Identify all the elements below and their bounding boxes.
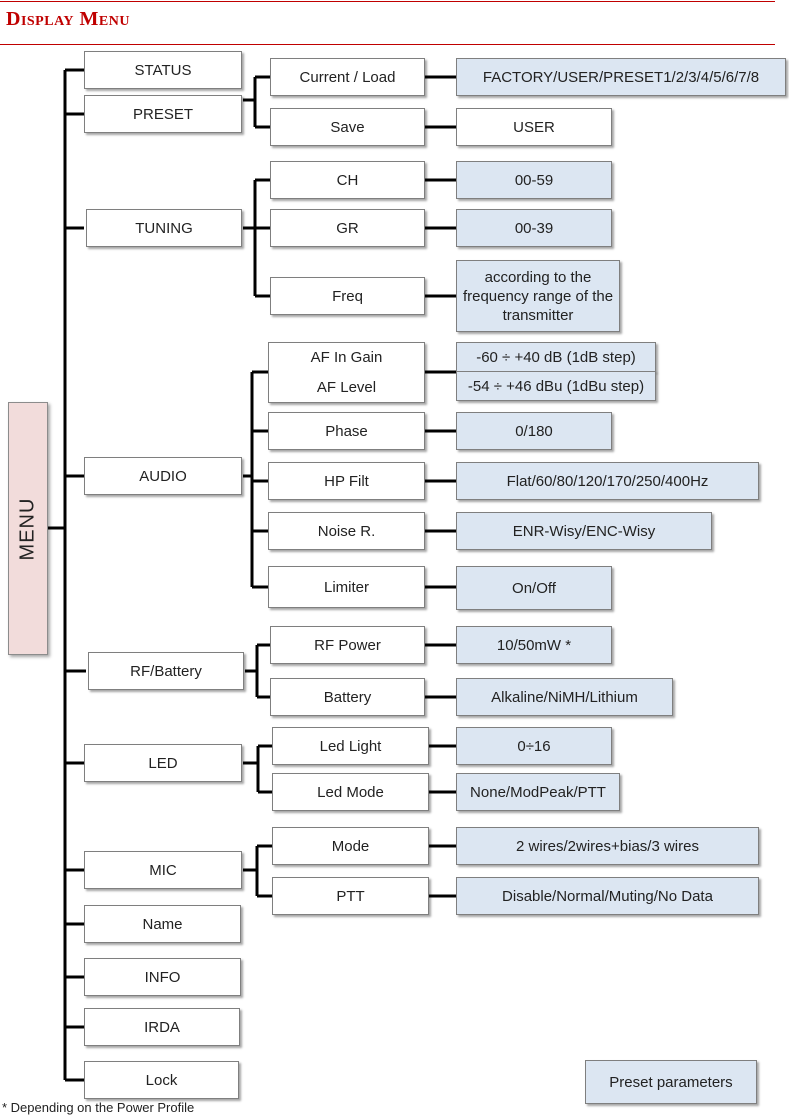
sub-item-rf-power: RF Power bbox=[270, 626, 425, 664]
main-item-led: LED bbox=[84, 744, 242, 782]
sub-item-noise-r: Noise R. bbox=[268, 512, 425, 550]
sub-item-af-gain-level: AF In Gain AF Level bbox=[268, 342, 425, 403]
page-title: Display Menu bbox=[6, 8, 130, 30]
value-noise-r: ENR-Wisy/ENC-Wisy bbox=[456, 512, 712, 550]
value-battery: Alkaline/NiMH/Lithium bbox=[456, 678, 673, 716]
sub-item-phase: Phase bbox=[268, 412, 425, 450]
value-led-light: 0÷16 bbox=[456, 727, 612, 765]
sub-item-led-mode: Led Mode bbox=[272, 773, 429, 811]
menu-root-box: MENU bbox=[8, 402, 48, 655]
value-led-mode: None/ModPeak/PTT bbox=[456, 773, 620, 811]
value-rf-power: 10/50mW * bbox=[456, 626, 612, 664]
value-freq: according to the frequency range of the … bbox=[456, 260, 620, 332]
main-item-irda: IRDA bbox=[84, 1008, 240, 1046]
value-limiter: On/Off bbox=[456, 566, 612, 610]
main-item-rf-battery: RF/Battery bbox=[88, 652, 244, 690]
sub-item-hp-filt: HP Filt bbox=[268, 462, 425, 500]
value-af-level: -54 ÷ +46 dBu (1dBu step) bbox=[456, 371, 656, 401]
sub-item-mode: Mode bbox=[272, 827, 429, 865]
main-item-preset: PRESET bbox=[84, 95, 242, 133]
title-rule-bottom bbox=[0, 44, 775, 45]
value-ch: 00-59 bbox=[456, 161, 612, 199]
sub-item-ptt: PTT bbox=[272, 877, 429, 915]
title-rule-top bbox=[0, 1, 775, 2]
sub-item-gr: GR bbox=[270, 209, 425, 247]
value-current-load: FACTORY/USER/PRESET1/2/3/4/5/6/7/8 bbox=[456, 58, 786, 96]
sub-item-ch: CH bbox=[270, 161, 425, 199]
main-item-tuning: TUNING bbox=[86, 209, 242, 247]
value-phase: 0/180 bbox=[456, 412, 612, 450]
sub-item-af-in-gain: AF In Gain bbox=[310, 349, 383, 367]
sub-item-battery: Battery bbox=[270, 678, 425, 716]
main-item-audio: AUDIO bbox=[84, 457, 242, 495]
sub-item-limiter: Limiter bbox=[268, 566, 425, 608]
sub-item-af-level: AF Level bbox=[316, 378, 377, 396]
sub-item-led-light: Led Light bbox=[272, 727, 429, 765]
sub-item-freq: Freq bbox=[270, 277, 425, 315]
value-save: USER bbox=[456, 108, 612, 146]
value-af-in-gain: -60 ÷ +40 dB (1dB step) bbox=[456, 342, 656, 372]
value-hp-filt: Flat/60/80/120/170/250/400Hz bbox=[456, 462, 759, 500]
main-item-mic: MIC bbox=[84, 851, 242, 889]
value-mode: 2 wires/2wires+bias/3 wires bbox=[456, 827, 759, 865]
main-item-lock: Lock bbox=[84, 1061, 239, 1099]
legend-preset-parameters: Preset parameters bbox=[585, 1060, 757, 1104]
value-ptt: Disable/Normal/Muting/No Data bbox=[456, 877, 759, 915]
sub-item-save: Save bbox=[270, 108, 425, 146]
main-item-name: Name bbox=[84, 905, 241, 943]
sub-item-current-load: Current / Load bbox=[270, 58, 425, 96]
footnote: * Depending on the Power Profile bbox=[2, 1100, 195, 1115]
menu-label: MENU bbox=[16, 497, 39, 560]
main-item-info: INFO bbox=[84, 958, 241, 996]
value-gr: 00-39 bbox=[456, 209, 612, 247]
main-item-status: STATUS bbox=[84, 51, 242, 89]
